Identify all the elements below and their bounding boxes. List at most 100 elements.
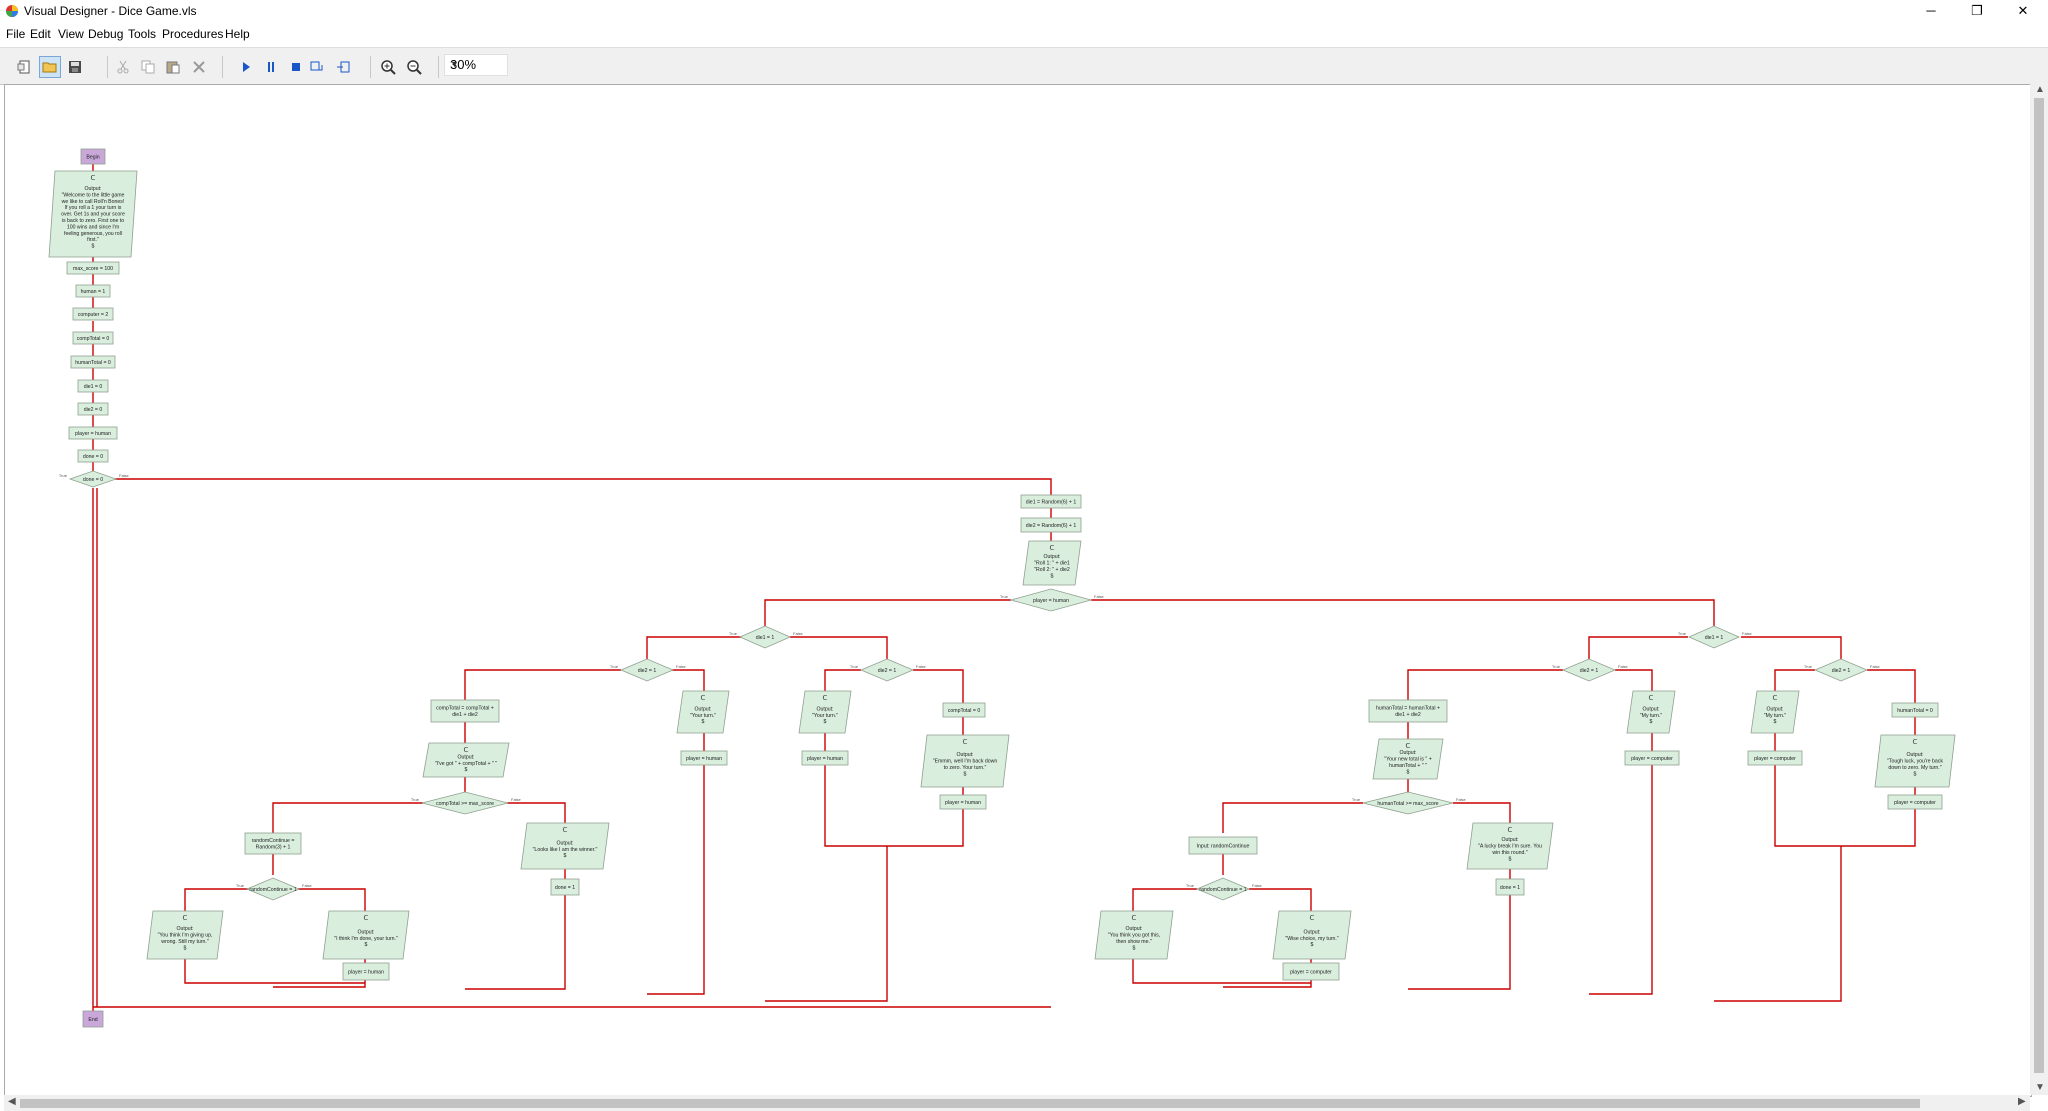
pause-icon[interactable] [261,57,281,77]
human-total-output[interactable] [1372,738,1444,780]
set-player-computer-b[interactable] [1624,750,1680,766]
flow-connector [298,888,366,911]
chevron-down-icon[interactable]: ▼ [450,59,459,69]
menu-procedures[interactable]: Procedures [162,27,224,41]
menu-view[interactable]: View [58,27,84,41]
restore-button[interactable]: ❐ [1971,3,1983,18]
begin-terminal[interactable] [80,148,106,165]
zoom-in-icon[interactable] [378,57,398,77]
stop-icon[interactable] [286,57,306,77]
die2-decision-right-a[interactable] [1561,658,1617,682]
random-continue-assign[interactable] [244,832,302,855]
human-total-zero-label: humanTotal = 0 [1897,708,1933,714]
set-player-computer-a[interactable] [1282,962,1340,981]
run-icon[interactable] [236,57,256,77]
init-assign-3[interactable] [72,331,114,345]
init-assign-1[interactable] [75,284,111,298]
input-continue[interactable] [1188,836,1258,855]
copy-icon[interactable] [138,57,158,77]
my-turn-output-b[interactable] [1750,690,1800,734]
paste-icon[interactable] [163,57,183,77]
scroll-right-icon[interactable]: ▶ [2018,1096,2026,1107]
zoom-out-icon[interactable] [404,57,424,77]
branch-true-label: True [850,664,859,669]
comp-total-zero[interactable] [942,702,986,718]
die1-decision-right[interactable] [1688,625,1740,649]
human-total-zero[interactable] [1891,702,1939,718]
human-zero-output[interactable] [1874,734,1956,788]
scroll-left-icon[interactable]: ◀ [8,1096,16,1107]
horizontal-scroll-thumb[interactable] [20,1099,1920,1108]
intro-output[interactable] [48,170,138,258]
init-assign-7[interactable] [68,426,118,440]
end-terminal[interactable] [82,1010,104,1028]
close-button[interactable]: ✕ [2017,3,2029,18]
save-icon[interactable] [65,57,85,77]
comp-push-output[interactable] [146,910,224,960]
step-into-icon[interactable] [307,57,327,77]
menu-tools[interactable]: Tools [128,27,157,41]
init-assign-6[interactable] [77,402,109,416]
scroll-up-icon[interactable]: ▲ [2035,84,2045,95]
init-assign-4[interactable] [70,355,116,369]
set-player-human-b[interactable] [680,750,728,766]
step-over-icon[interactable] [333,57,353,77]
vertical-scrollbar[interactable]: ▲ ▼ [2030,84,2048,1095]
init-assign-2[interactable] [72,307,114,321]
set-player-human-c[interactable] [801,750,849,766]
output-marker-icon: Ⅽ [364,915,369,922]
init-assign-8[interactable] [77,449,109,463]
scroll-down-icon[interactable]: ▼ [2035,1082,2045,1093]
human-win-output[interactable] [1466,822,1554,870]
set-done-right[interactable] [1495,878,1525,896]
roll-die1[interactable] [1020,494,1082,509]
human-push-output[interactable] [1094,910,1174,960]
init-assign-5[interactable] [77,379,109,393]
set-player-computer-c[interactable] [1747,750,1803,766]
menu-edit[interactable]: Edit [30,27,51,41]
comp-total-add[interactable] [430,699,500,723]
player-human-decision[interactable] [1009,588,1093,612]
comp-got-output[interactable] [422,742,510,778]
new-file-icon[interactable] [15,57,35,77]
set-player-computer-d[interactable] [1887,794,1943,810]
menu-debug[interactable]: Debug [88,27,124,41]
my-turn-output-a[interactable] [1626,690,1676,734]
random-continue-decision-right[interactable] [1195,877,1251,901]
your-turn-output-a[interactable] [676,690,730,734]
set-done-left[interactable] [550,878,580,896]
menu-help[interactable]: Help [225,27,250,41]
die2-decision-left-a[interactable] [619,658,675,682]
your-turn-output-b-label: Output:"Your turn."$ [812,706,838,725]
comp-done-output[interactable] [322,910,410,960]
branch-true-label: True [411,797,420,802]
minimize-button[interactable]: ─ [1926,3,1936,18]
die2-decision-right-b[interactable] [1813,658,1869,682]
random-continue-decision-left[interactable] [245,877,301,901]
roll-output[interactable] [1022,540,1082,586]
your-turn-output-b[interactable] [798,690,852,734]
menu-file[interactable]: File [6,27,26,41]
comp-max-decision[interactable] [421,791,509,815]
cut-icon[interactable] [113,57,133,77]
horizontal-scrollbar[interactable]: ◀ ▶ [4,1095,2030,1111]
branch-true-label: True [236,883,245,888]
open-folder-icon[interactable] [39,56,61,78]
zoom-select[interactable]: 30% ▼ [444,54,508,76]
comp-win-output[interactable] [520,822,610,870]
init-assign-0[interactable] [66,261,120,275]
roll-die2[interactable] [1020,517,1082,533]
human-total-add[interactable] [1368,699,1448,723]
die2-decision-left-b[interactable] [859,658,915,682]
set-player-human-d[interactable] [939,794,987,810]
set-player-human-a[interactable] [342,962,390,981]
main-loop-decision[interactable] [68,470,118,488]
human-max-decision[interactable] [1362,791,1454,815]
vertical-scroll-thumb[interactable] [2034,98,2044,1073]
comp-zero-output[interactable] [920,734,1010,788]
die1-decision-left[interactable] [739,625,791,649]
delete-icon[interactable] [189,57,209,77]
human-stop-output[interactable] [1272,910,1352,960]
